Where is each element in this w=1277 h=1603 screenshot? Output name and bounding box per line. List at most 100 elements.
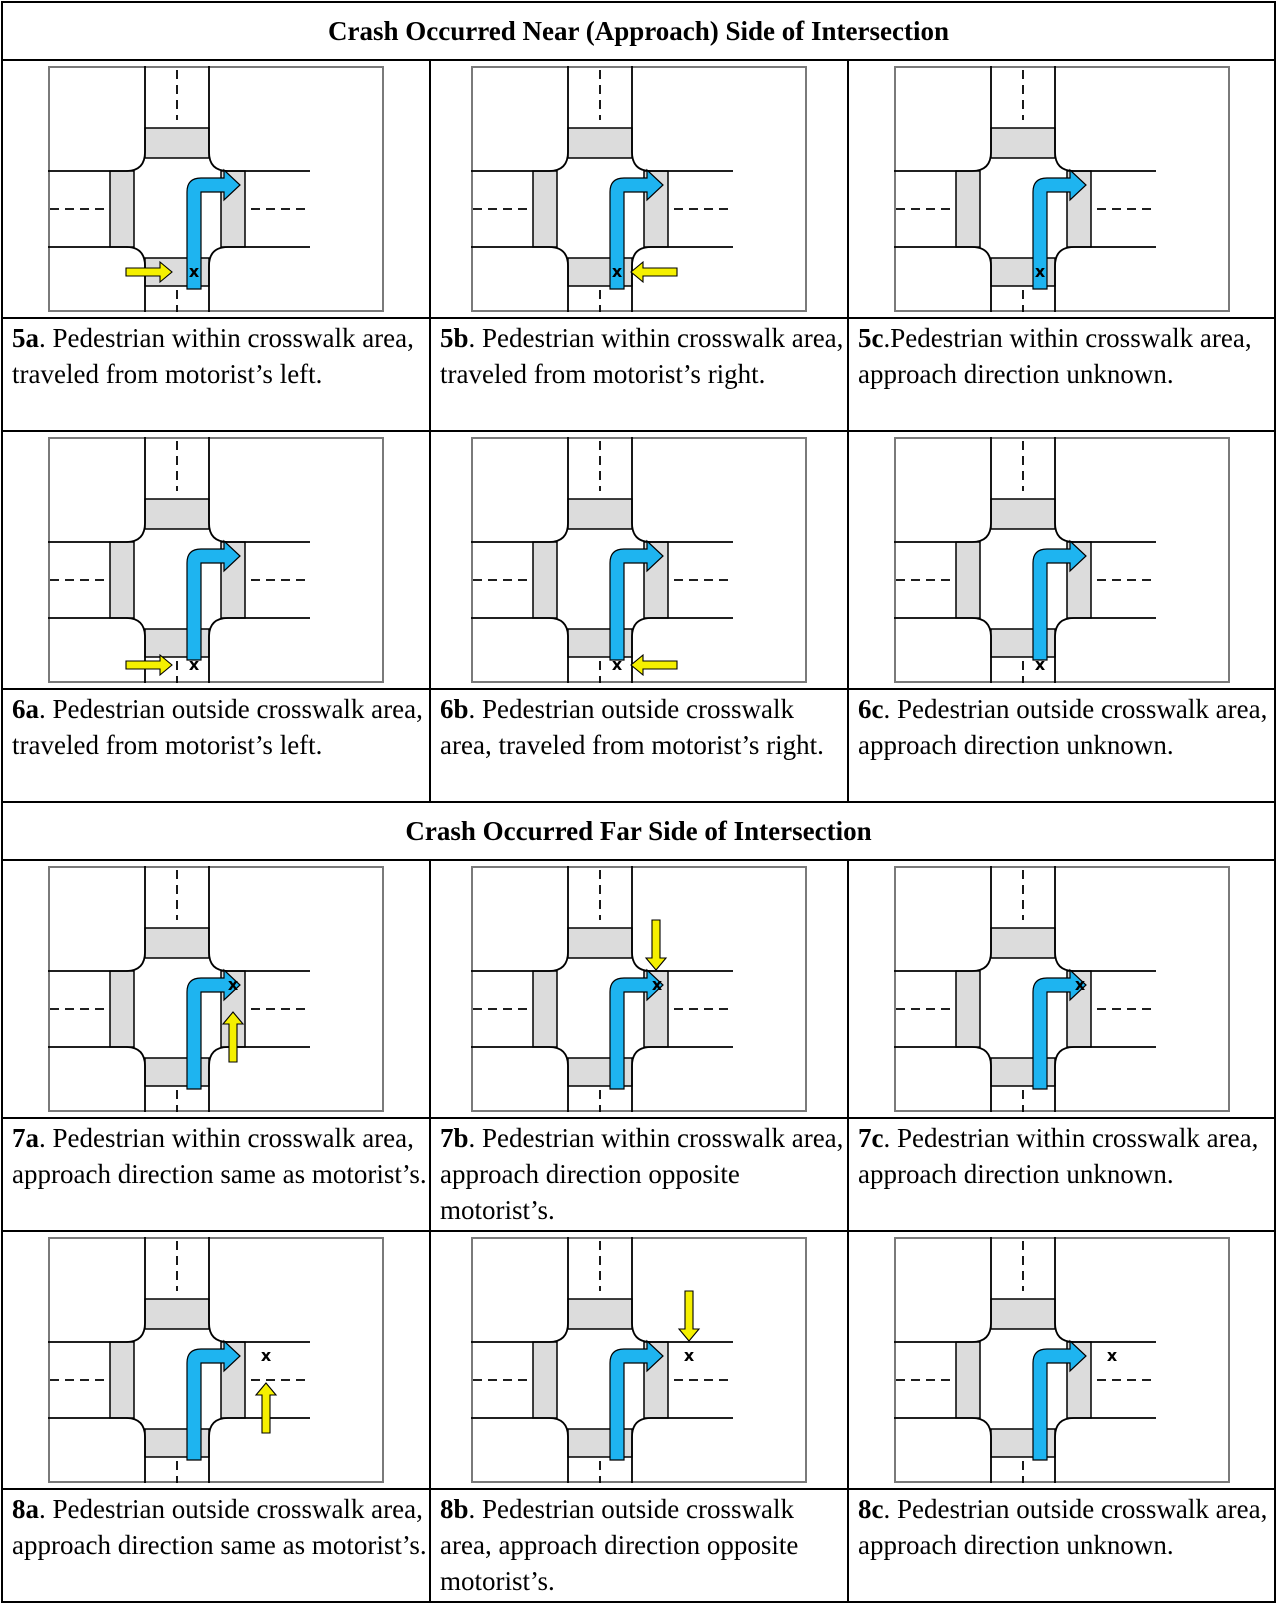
- curb-ne: [1054, 866, 1156, 972]
- caption-6b: 6b. Pedestrian outside crosswalk area, t…: [430, 691, 848, 763]
- diagram-svg: x: [471, 66, 807, 312]
- curb-sw: [894, 1417, 992, 1483]
- pedestrian-arrow: [677, 1290, 701, 1342]
- table-border-left: [1, 1, 3, 1603]
- crash-type-description: Pedestrian within crosswalk area, approa…: [858, 1123, 1259, 1189]
- crash-type-code: 6b: [440, 694, 469, 724]
- crash-type-description: Pedestrian outside crosswalk area, appro…: [858, 694, 1268, 760]
- crash-type-code: 8c: [858, 1494, 884, 1524]
- crash-type-code: 6a: [12, 694, 39, 724]
- crash-marker: x: [228, 975, 239, 994]
- curb-ne: [631, 437, 733, 543]
- vehicle-right-turn-arrow: [1032, 968, 1087, 1090]
- diagram-svg: x: [48, 66, 384, 312]
- code-separator: .: [39, 323, 53, 353]
- curb-nw: [48, 1237, 146, 1343]
- crash-marker: x: [612, 262, 623, 281]
- curb-nw: [471, 1237, 569, 1343]
- caption-7b: 7b. Pedestrian within crosswalk area, ap…: [430, 1120, 848, 1228]
- curb-nw: [894, 1237, 992, 1343]
- intersection-diagram: x: [471, 437, 807, 683]
- crosswalk-north: [144, 1298, 210, 1330]
- crash-marker: x: [684, 1346, 695, 1365]
- crosswalk-west: [532, 541, 558, 619]
- curb-se: [631, 1046, 733, 1112]
- curb-sw: [894, 617, 992, 683]
- crosswalk-west: [532, 170, 558, 248]
- crosswalk-west: [109, 1341, 135, 1419]
- curb-nw: [894, 437, 992, 543]
- vehicle-right-turn-arrow: [186, 1339, 241, 1461]
- intersection-diagram: x: [48, 1237, 384, 1483]
- pedestrian-arrow: [254, 1382, 278, 1434]
- curb-se: [631, 617, 733, 683]
- crash-type-description: Pedestrian outside crosswalk area, appro…: [12, 1494, 427, 1560]
- vehicle-right-turn-arrow: [1032, 539, 1087, 661]
- curb-se: [208, 617, 310, 683]
- crash-marker: x: [612, 655, 623, 674]
- crosswalk-north: [990, 1298, 1056, 1330]
- table-rule: [2, 1230, 1275, 1232]
- crosswalk-north: [990, 127, 1056, 159]
- curb-sw: [48, 1046, 146, 1112]
- caption-5b: 5b. Pedestrian within crosswalk area, tr…: [430, 320, 848, 392]
- diagram-svg: x: [894, 866, 1230, 1112]
- caption-7a: 7a. Pedestrian within crosswalk area, ap…: [2, 1120, 430, 1192]
- crash-type-code: 8a: [12, 1494, 39, 1524]
- crosswalk-north: [990, 498, 1056, 530]
- crash-type-description: Pedestrian outside crosswalk area, trave…: [440, 694, 824, 760]
- code-separator: .: [468, 694, 483, 724]
- diagram-5a: x: [48, 66, 384, 312]
- code-separator: .: [468, 1494, 483, 1524]
- diagram-svg: x: [471, 1237, 807, 1483]
- code-separator: .: [468, 323, 483, 353]
- curb-ne: [208, 866, 310, 972]
- intersection-diagram: x: [894, 66, 1230, 312]
- curb-nw: [48, 66, 146, 172]
- curb-sw: [471, 246, 569, 312]
- curb-ne: [1054, 1237, 1156, 1343]
- code-separator: .: [39, 1494, 53, 1524]
- diagram-svg: x: [894, 437, 1230, 683]
- vehicle-right-turn-arrow: [1032, 1339, 1087, 1461]
- crash-type-description: Pedestrian within crosswalk area, travel…: [12, 323, 414, 389]
- curb-se: [1054, 617, 1156, 683]
- curb-nw: [894, 866, 992, 972]
- diagram-svg: x: [894, 1237, 1230, 1483]
- curb-nw: [471, 866, 569, 972]
- caption-7c: 7c. Pedestrian within crosswalk area, ap…: [848, 1120, 1275, 1192]
- table-rule: [2, 801, 1275, 803]
- curb-se: [208, 1046, 310, 1112]
- crosswalk-west: [109, 970, 135, 1048]
- curb-sw: [471, 1046, 569, 1112]
- curb-ne: [631, 866, 733, 972]
- diagram-7b: x: [471, 866, 807, 1112]
- caption-5a: 5a. Pedestrian within crosswalk area, tr…: [2, 320, 430, 392]
- curb-se: [208, 246, 310, 312]
- crosswalk-north: [144, 127, 210, 159]
- intersection-diagram: x: [471, 66, 807, 312]
- intersection-diagram: x: [894, 437, 1230, 683]
- diagram-7c: x: [894, 866, 1230, 1112]
- diagram-5b: x: [471, 66, 807, 312]
- crosswalk-north: [144, 498, 210, 530]
- code-separator: .: [883, 694, 897, 724]
- vehicle-right-turn-arrow: [1032, 168, 1087, 290]
- diagram-6b: x: [471, 437, 807, 683]
- column-divider: [429, 60, 431, 802]
- curb-ne: [208, 66, 310, 172]
- curb-sw: [894, 1046, 992, 1112]
- curb-ne: [208, 1237, 310, 1343]
- table-rule: [2, 688, 1275, 690]
- diagram-svg: x: [48, 866, 384, 1112]
- curb-sw: [48, 246, 146, 312]
- code-separator: .: [883, 323, 891, 353]
- column-divider: [847, 860, 849, 1602]
- crash-type-code: 7a: [12, 1123, 39, 1153]
- table-rule: [2, 59, 1275, 61]
- crash-type-description: Pedestrian within crosswalk area, travel…: [440, 323, 844, 389]
- caption-8c: 8c. Pedestrian outside crosswalk area, a…: [848, 1491, 1275, 1563]
- crash-marker: x: [1035, 262, 1046, 281]
- crash-marker: x: [189, 262, 200, 281]
